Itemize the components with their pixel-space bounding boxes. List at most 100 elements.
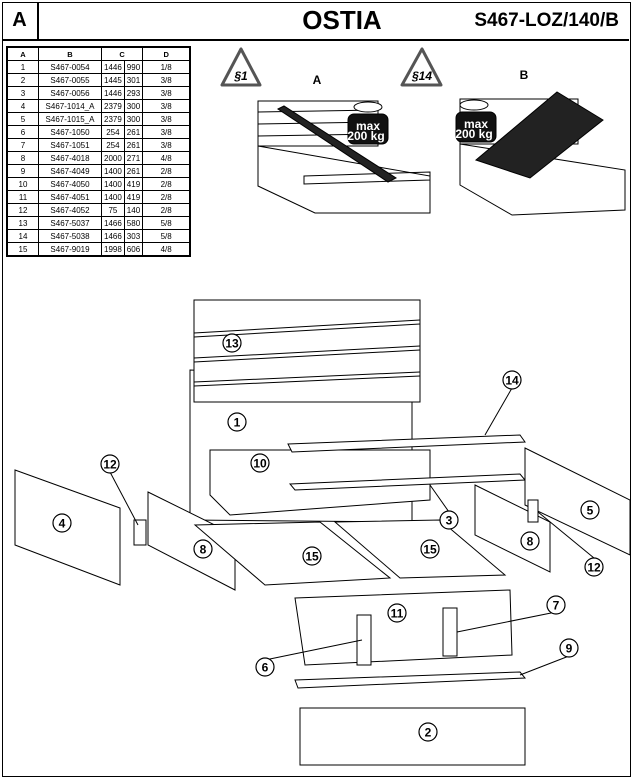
part-callout: 6	[255, 657, 275, 677]
callout-circle	[302, 546, 322, 566]
svg-text:200 kg: 200 kg	[455, 127, 492, 141]
part-callout: 7	[546, 595, 566, 615]
dimension-width: 580	[123, 216, 144, 230]
callout-number: 2	[425, 726, 432, 740]
callout-number: 15	[423, 543, 437, 557]
part-callout: 8	[193, 539, 213, 559]
variant-a-illustration: §1 A max 200 kg	[220, 47, 431, 214]
part-callout: 5	[580, 500, 600, 520]
callout-number: 7	[553, 599, 560, 613]
callout-circle	[193, 539, 213, 559]
callout-circle	[520, 531, 540, 551]
header: A OSTIA S467-LOZ/140/B	[2, 2, 629, 41]
variant-b-illustration: §14 B max 200 kg	[400, 47, 626, 216]
exploded-view	[14, 299, 631, 766]
part-callout: 8	[520, 531, 540, 551]
product-title: OSTIA	[302, 5, 382, 35]
section-letter: A	[2, 2, 39, 39]
callout-number: 9	[566, 642, 573, 656]
svg-text:200 kg: 200 kg	[347, 129, 384, 143]
part-9-board	[294, 671, 527, 689]
warning-triangle-icon: §1	[220, 47, 262, 87]
callout-circle	[584, 557, 604, 577]
part-callout: 3	[439, 510, 459, 530]
part-5-side	[524, 447, 631, 556]
part-callout: 2	[418, 722, 438, 742]
callout-number: 3	[446, 514, 453, 528]
dimension-length: 1998	[101, 242, 125, 257]
callout-number: 12	[103, 458, 117, 472]
part-14-board	[287, 434, 526, 453]
callout-circle	[418, 722, 438, 742]
callout-circle	[100, 454, 120, 474]
part-callout: 13	[222, 333, 242, 353]
part-callout: 15	[420, 539, 440, 559]
callout-number: 1	[234, 416, 241, 430]
board-spec: 4/8	[142, 242, 191, 257]
callout-number: 5	[587, 504, 594, 518]
part-6-block	[356, 614, 372, 666]
svg-text:§1: §1	[233, 69, 248, 83]
part-12-block	[133, 519, 147, 546]
svg-text:max: max	[356, 119, 380, 133]
part-callout: 15	[302, 546, 322, 566]
callout-circle	[559, 638, 579, 658]
callout-number: 12	[587, 561, 601, 575]
callout-number: 8	[200, 543, 207, 557]
dimension-width: 303	[123, 229, 144, 243]
svg-text:max: max	[464, 117, 488, 131]
variant-b-label: B	[520, 68, 529, 82]
part-7-block	[442, 607, 458, 657]
callout-number: 6	[262, 661, 269, 675]
callout-number: 15	[305, 550, 319, 564]
part-callout: 10	[250, 453, 270, 473]
callout-circle	[255, 657, 275, 677]
part-callout: 4	[52, 513, 72, 533]
col-header: C	[100, 46, 144, 61]
callout-number: 10	[253, 457, 267, 471]
svg-text:§14: §14	[411, 69, 432, 83]
part-number: 14	[6, 229, 39, 243]
board-spec: 5/8	[142, 229, 191, 243]
weight-icon: max 200 kg	[347, 101, 389, 145]
warning-triangle-icon: §14	[400, 47, 443, 87]
callout-circle	[250, 453, 270, 473]
callout-circle	[502, 370, 522, 390]
part-2-panel	[299, 707, 526, 766]
part-callout: 9	[559, 638, 579, 658]
part-callout: 14	[502, 370, 522, 390]
callout-circle	[52, 513, 72, 533]
part-code: S467-5038	[38, 229, 102, 243]
part-code: S467-9019	[38, 242, 102, 257]
callout-number: 13	[225, 337, 239, 351]
dimension-width: 606	[123, 242, 144, 257]
part-callout: 11	[387, 603, 407, 623]
callout-number: 14	[505, 374, 519, 388]
product-code: S467-LOZ/140/B	[474, 10, 619, 31]
callout-circle	[580, 500, 600, 520]
callout-circle	[387, 603, 407, 623]
bed-drawing-a	[257, 100, 431, 214]
callout-circle	[546, 595, 566, 615]
part-15-slats	[333, 519, 507, 579]
variant-a-label: A	[313, 73, 322, 87]
callout-number: 4	[59, 517, 66, 531]
part-callout: 1	[227, 412, 247, 432]
callout-number: 11	[391, 607, 404, 621]
part-15-slats	[193, 521, 392, 586]
callout-circle	[227, 412, 247, 432]
